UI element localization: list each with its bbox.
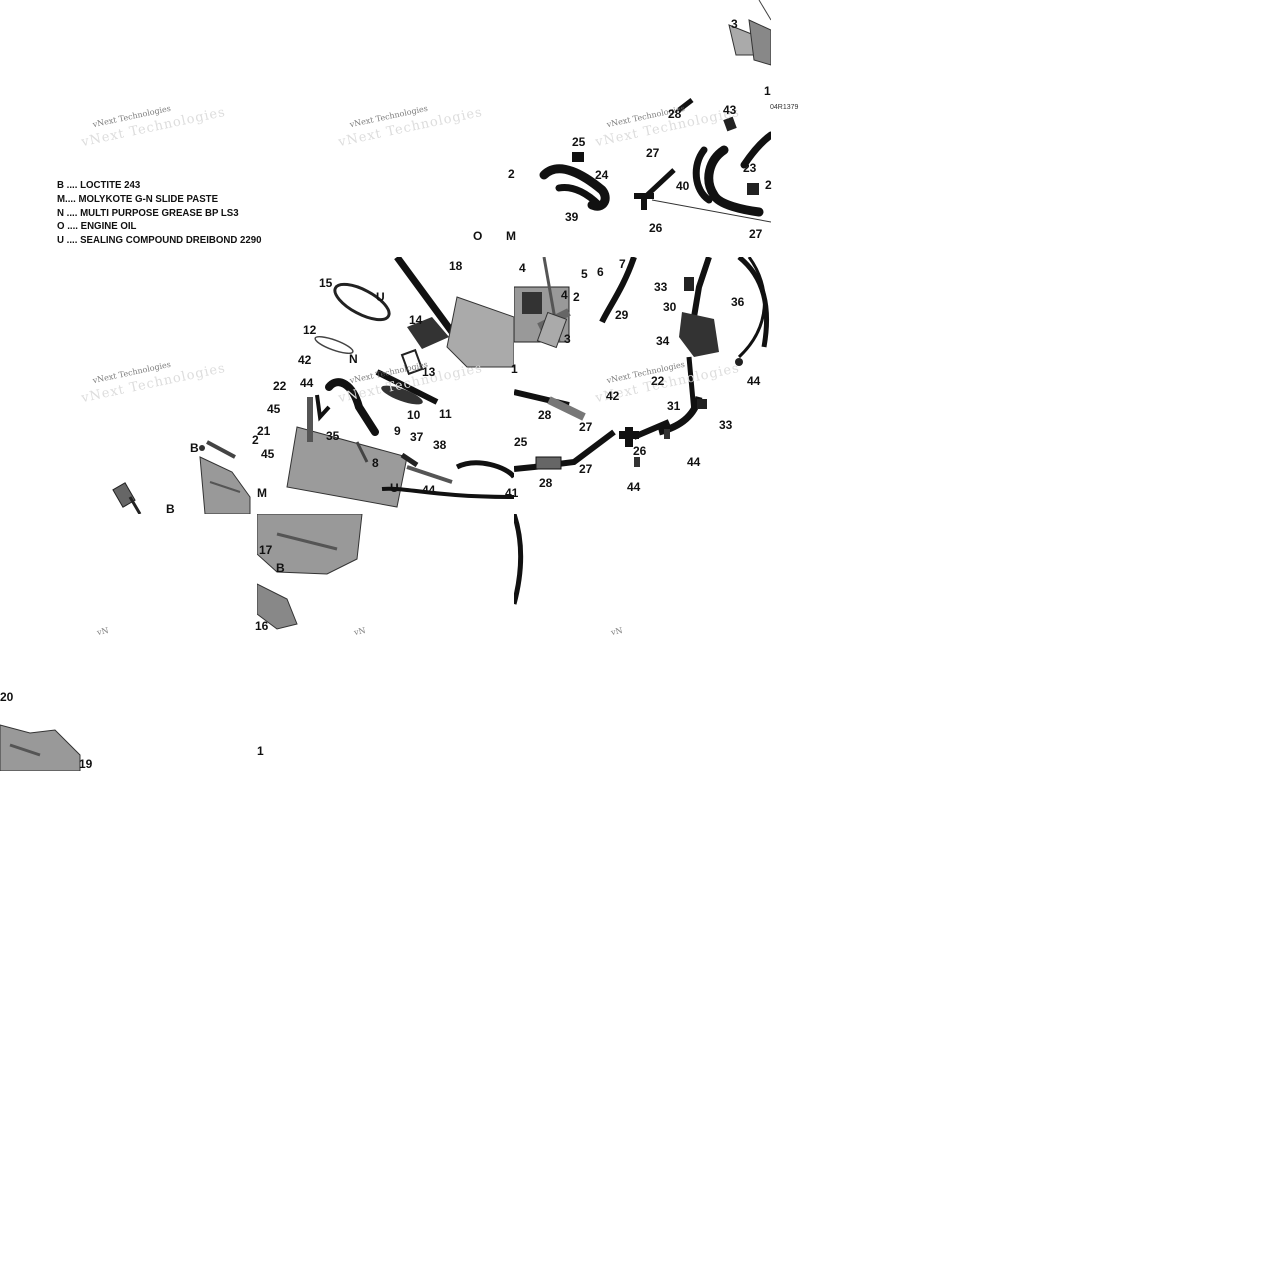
- callout: 27: [646, 146, 660, 160]
- legend-row-o: O .... ENGINE OIL: [57, 220, 137, 233]
- callout: 3: [731, 17, 738, 31]
- figure-code: 04R1379: [770, 104, 799, 111]
- callout: N: [349, 352, 358, 366]
- callout: 9: [394, 424, 401, 438]
- callout: 28: [668, 107, 682, 121]
- callout: 11: [439, 407, 452, 421]
- callout: 5: [581, 267, 588, 281]
- part-19-housing: [0, 724, 81, 771]
- callout: M: [506, 229, 516, 243]
- callout: 27: [579, 420, 593, 434]
- callout: 26: [633, 444, 647, 458]
- callout: O: [473, 229, 483, 243]
- callout: 1: [511, 362, 518, 376]
- callout: 18: [449, 259, 463, 273]
- callout: 22: [651, 374, 665, 388]
- callout: 13: [422, 365, 436, 379]
- callout: 45: [261, 447, 275, 461]
- callout: 44: [300, 376, 314, 390]
- tile-1-0: [0, 257, 257, 514]
- callout: 3: [564, 332, 571, 346]
- callout: 8: [372, 456, 379, 470]
- callout: 16: [255, 619, 269, 633]
- legend-row-n: N .... MULTI PURPOSE GREASE BP LS3: [57, 206, 239, 219]
- callout: 38: [433, 438, 447, 452]
- tile-0-2: [514, 0, 771, 257]
- callout: 21: [257, 424, 271, 438]
- callout: 15: [319, 276, 333, 290]
- tile-0-0: [0, 0, 257, 257]
- callout: 1: [764, 84, 771, 98]
- tile-2-2: [514, 514, 771, 771]
- callout: 31: [667, 399, 681, 413]
- callout: 27: [579, 462, 593, 476]
- callout: 44: [627, 480, 641, 494]
- callout: 25: [514, 435, 528, 449]
- callout: 17: [259, 543, 273, 557]
- callout: M: [257, 486, 267, 500]
- tile-2-0: [0, 514, 257, 771]
- legend-row-b: B .... LOCTITE 243: [57, 179, 141, 191]
- callout: 33: [719, 418, 733, 432]
- legend-row-u: U .... SEALING COMPOUND DREIBOND 2290: [57, 234, 262, 247]
- callout: 20: [0, 690, 14, 704]
- callout: 2: [765, 178, 772, 192]
- callout: B: [190, 441, 199, 455]
- callout: 28: [538, 408, 552, 422]
- callout: 36: [731, 295, 745, 309]
- callout: 42: [298, 353, 312, 367]
- callout: 6: [597, 265, 604, 279]
- diagram-row-1: [0, 257, 771, 514]
- callout: 14: [409, 313, 423, 327]
- diagram-row-0: [0, 0, 771, 257]
- tile-1-1: [257, 257, 514, 514]
- callout: 25: [572, 135, 586, 149]
- tile-0-1: [257, 0, 514, 257]
- callout: 33: [654, 280, 668, 294]
- callout: 10: [407, 408, 421, 422]
- legend-row-m: M.... MOLYKOTE G-N SLIDE PASTE: [57, 192, 219, 205]
- diagram-row-2: [0, 514, 771, 771]
- callout: 4: [561, 288, 568, 302]
- callout: 34: [656, 334, 670, 348]
- callout: 26: [649, 221, 663, 235]
- callout: 12: [303, 323, 317, 337]
- callout: 45: [267, 402, 281, 416]
- callout: 1: [257, 744, 264, 758]
- callout: 4: [519, 261, 526, 275]
- callout: U: [390, 481, 399, 495]
- legend: B .... LOCTITE 243 M.... MOLYKOTE G-N SL…: [57, 179, 262, 248]
- callout: 40: [676, 179, 690, 193]
- callout: 2: [573, 290, 580, 304]
- callout: 7: [619, 257, 626, 271]
- callout: 41: [505, 486, 519, 500]
- callout: 22: [273, 379, 287, 393]
- callout: 19: [79, 757, 93, 771]
- callout: 44: [422, 483, 436, 497]
- callout: 30: [663, 300, 677, 314]
- tile-2-1: [257, 514, 514, 771]
- callout: 37: [410, 430, 424, 444]
- callout: 44: [687, 455, 701, 469]
- callout: B: [166, 502, 175, 516]
- callout: 2: [252, 433, 259, 447]
- callout: 2: [508, 167, 515, 181]
- callout: U: [376, 290, 385, 304]
- callout: 39: [565, 210, 579, 224]
- callout: B: [276, 561, 285, 575]
- callout: 43: [723, 103, 737, 117]
- callout: 23: [743, 161, 757, 175]
- tile-1-2: [514, 257, 771, 514]
- callout: 24: [595, 168, 609, 182]
- callout: 44: [747, 374, 761, 388]
- callout: 35: [326, 429, 340, 443]
- callout: 42: [606, 389, 620, 403]
- callout: 27: [749, 227, 763, 241]
- callout: 29: [615, 308, 629, 322]
- callout: 28: [539, 476, 553, 490]
